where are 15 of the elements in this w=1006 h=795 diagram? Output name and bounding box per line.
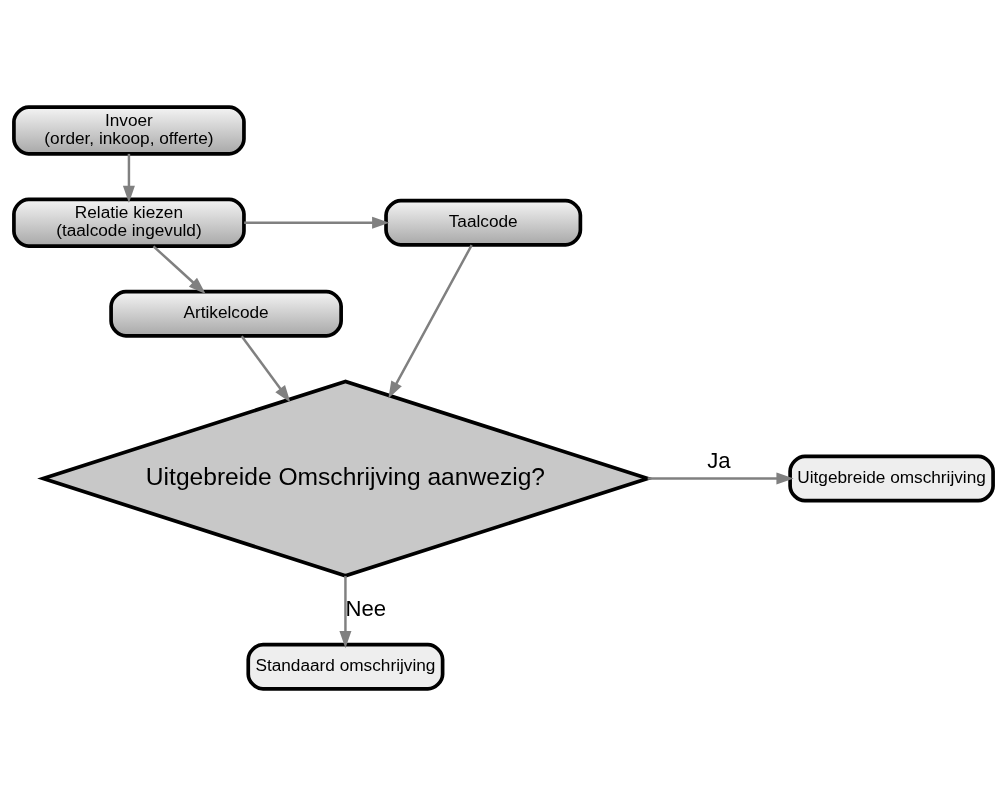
edge-label: Ja	[706, 447, 731, 473]
node-box: Standaard omschrijving	[245, 642, 444, 691]
arrow	[152, 244, 206, 294]
node-box: Invoer (order, inkoop, offerte)	[11, 104, 246, 156]
arrow	[338, 575, 351, 648]
arrow	[387, 244, 473, 398]
edge-label: Nee	[344, 595, 386, 621]
arrow	[647, 472, 794, 485]
node-box: Relatie kiezen (taalcode ingevuld)	[11, 197, 246, 248]
node-box: Artikelcode	[108, 289, 343, 338]
node-box: Uitgebreide omschrijving	[787, 454, 995, 503]
arrow	[243, 216, 389, 229]
node-box: Taalcode	[383, 198, 582, 247]
arrow	[122, 153, 135, 203]
arrow	[240, 334, 290, 402]
